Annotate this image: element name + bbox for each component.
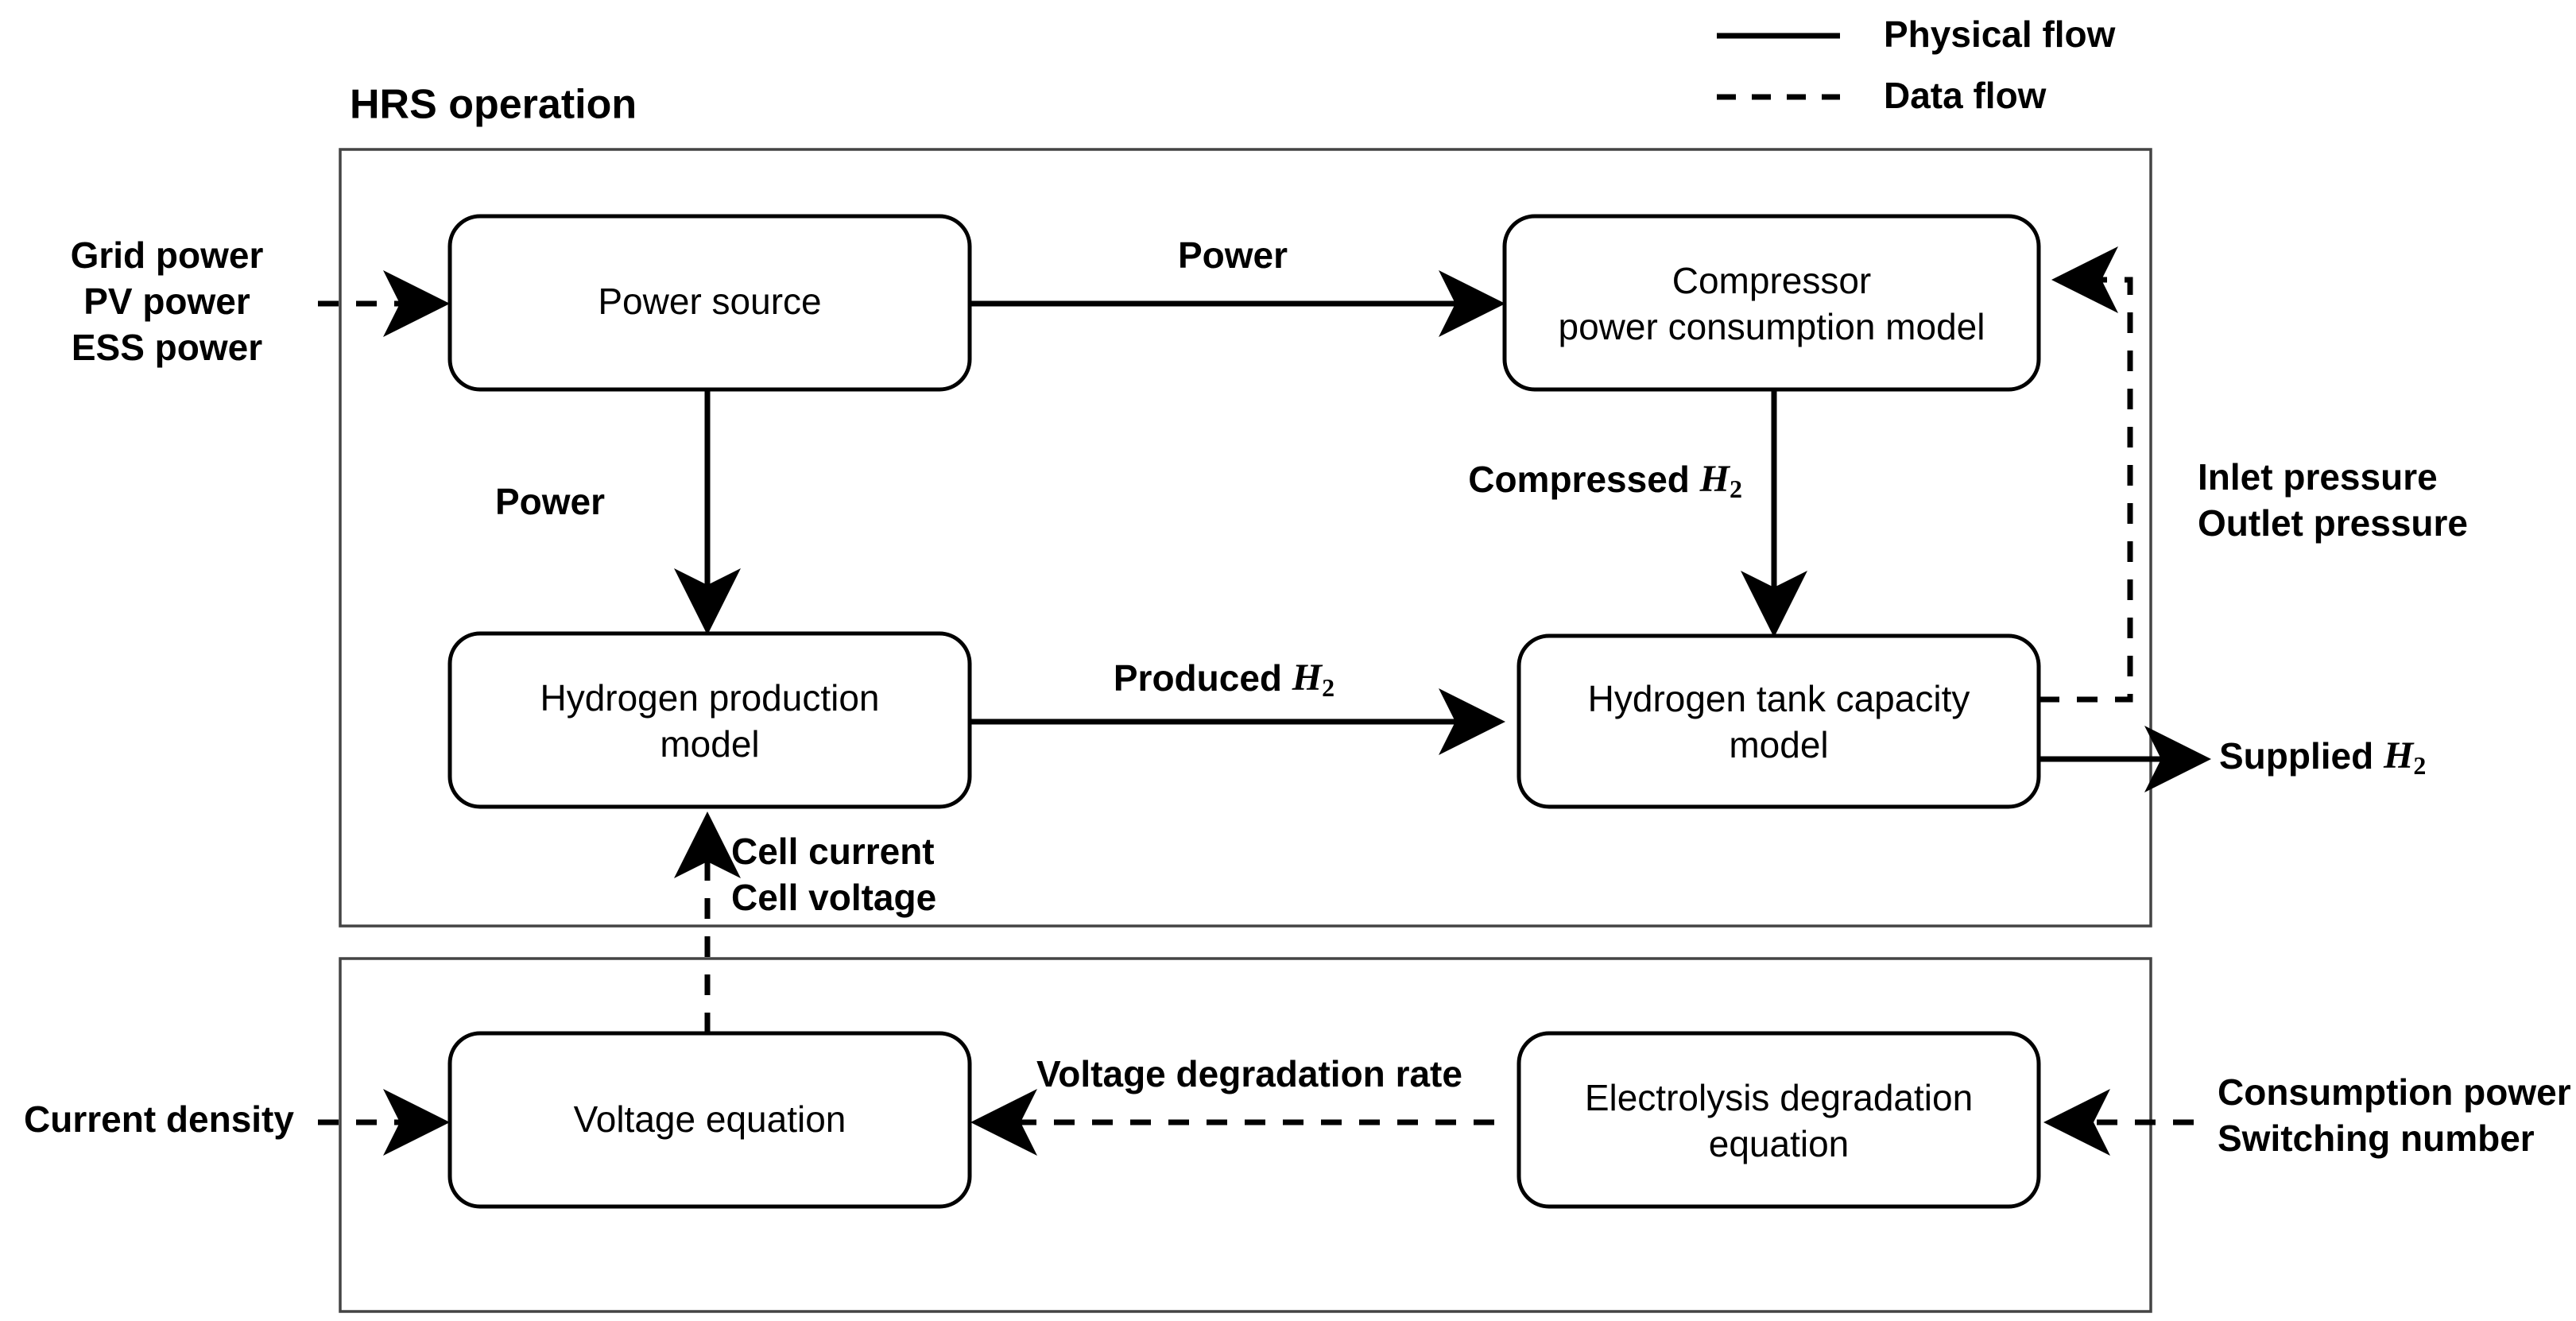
node-power-source-shape[interactable]	[447, 214, 972, 392]
svg-text:Compressed H2: Compressed H2	[1468, 458, 1742, 503]
node-voltage-equation-label: Voltage equation	[574, 1098, 846, 1140]
edge-label-power-vertical: Power	[495, 481, 605, 522]
edge-pressure-feedback-to-compressor	[2039, 246, 2133, 703]
node-power-source[interactable]: Power source	[447, 214, 972, 392]
external-input-right-bottom: Consumption power Switching number	[2218, 1071, 2571, 1159]
compressed-h2-text: Compressed	[1468, 459, 1699, 500]
node-hydrogen-tank-shape[interactable]	[1517, 633, 2041, 809]
label-current-density: Current density	[24, 1098, 294, 1140]
node-hydrogen-production-label-line1: Hydrogen production	[540, 677, 879, 719]
node-hydrogen-production-label-line2: model	[660, 723, 759, 765]
compressed-h2-base: H	[1699, 458, 1731, 500]
label-switching-number: Switching number	[2218, 1118, 2535, 1159]
supplied-h2-text: Supplied	[2219, 735, 2384, 777]
label-grid-power: Grid power	[71, 234, 264, 276]
label-consumption-power: Consumption power	[2218, 1071, 2571, 1113]
node-power-source-label: Power source	[598, 281, 821, 322]
edge-label-compressed-h2: Compressed H2	[1468, 458, 1742, 503]
node-hydrogen-production-model[interactable]: Hydrogen production model	[447, 631, 972, 809]
edge-label-produced-h2: Produced H2	[1114, 657, 1334, 702]
node-hydrogen-production-shape[interactable]	[447, 631, 972, 809]
produced-h2-sub: 2	[1322, 673, 1334, 702]
edge-label-cell-voltage: Cell voltage	[731, 877, 936, 918]
supplied-h2-sub: 2	[2413, 751, 2426, 780]
external-input-right-top: Inlet pressure Outlet pressure	[2198, 456, 2468, 544]
node-hydrogen-tank-label-line2: model	[1729, 724, 1828, 765]
hrs-operation-frame	[339, 148, 2152, 928]
edge-label-voltage-degradation-rate: Voltage degradation rate	[1036, 1053, 1462, 1094]
produced-h2-base: H	[1292, 657, 1323, 699]
node-electrolysis-degradation-label-line2: equation	[1709, 1123, 1850, 1164]
node-voltage-equation-shape[interactable]	[447, 1031, 972, 1209]
edge-label-cell-signals: Cell current Cell voltage	[731, 831, 936, 918]
label-ess-power: ESS power	[72, 327, 262, 368]
label-inlet-pressure: Inlet pressure	[2198, 456, 2438, 498]
page-title: HRS operation	[350, 82, 637, 128]
external-output-supplied-h2: Supplied H2	[2219, 734, 2426, 780]
svg-text:Produced H2: Produced H2	[1114, 657, 1334, 702]
node-hydrogen-tank-label-line1: Hydrogen tank capacity	[1588, 678, 1970, 719]
edge-label-power-horizontal: Power	[1178, 234, 1288, 276]
node-compressor-label-line1: Compressor	[1672, 260, 1872, 301]
external-input-left-top: Grid power PV power ESS power	[71, 234, 264, 368]
node-compressor-power-consumption-model[interactable]: Compressor power consumption model	[1502, 214, 2041, 392]
label-pv-power: PV power	[83, 281, 250, 322]
node-electrolysis-degradation-equation[interactable]: Electrolysis degradation equation	[1517, 1031, 2041, 1209]
edge-label-cell-current: Cell current	[731, 831, 935, 872]
node-electrolysis-degradation-label-line1: Electrolysis degradation	[1585, 1077, 1973, 1118]
node-compressor-label-line2: power consumption model	[1559, 306, 1985, 347]
produced-h2-text: Produced	[1114, 657, 1292, 699]
node-compressor-shape[interactable]	[1502, 214, 2041, 392]
node-electrolysis-degradation-shape[interactable]	[1517, 1031, 2041, 1209]
node-hydrogen-tank-capacity-model[interactable]: Hydrogen tank capacity model	[1517, 633, 2041, 809]
legend-label-data-flow: Data flow	[1884, 75, 2047, 116]
supplied-h2-base: H	[2383, 734, 2415, 777]
label-outlet-pressure: Outlet pressure	[2198, 502, 2468, 544]
legend-label-physical-flow: Physical flow	[1884, 14, 2116, 55]
node-voltage-equation[interactable]: Voltage equation	[447, 1031, 972, 1209]
degradation-frame	[339, 957, 2152, 1313]
legend: Physical flow Data flow	[1717, 14, 2116, 116]
svg-text:Supplied H2: Supplied H2	[2219, 734, 2426, 780]
compressed-h2-sub: 2	[1730, 475, 1742, 503]
